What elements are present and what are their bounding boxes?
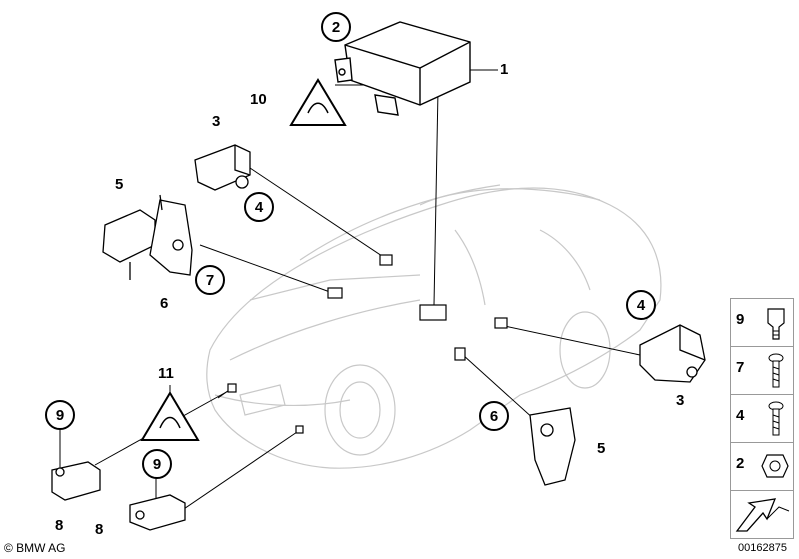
sensor-part-5-lower	[529, 407, 576, 486]
parts-legend: 9 7 4 2	[730, 298, 794, 539]
sensor-part-8-left	[51, 461, 101, 501]
nut-icon	[761, 454, 789, 478]
legend-number: 2	[736, 455, 745, 472]
sensor-part-8-lower	[129, 494, 186, 531]
legend-item-4: 4	[731, 395, 793, 443]
label-5-left: 5	[115, 176, 124, 193]
label-11: 11	[158, 365, 174, 382]
mount-markers	[227, 254, 508, 434]
legend-item-7: 7	[731, 347, 793, 395]
circle-label-9-lower: 9	[142, 449, 172, 479]
circle-label-6-right: 6	[479, 401, 509, 431]
circle-label-4-right: 4	[626, 290, 656, 320]
screw-icon	[768, 401, 784, 436]
legend-item-2: 2	[731, 443, 793, 491]
circle-label-7: 7	[195, 265, 225, 295]
sensor-icon	[767, 308, 785, 340]
document-id: 00162875	[738, 542, 787, 554]
copyright-text: © BMW AG	[4, 541, 66, 555]
label-6-left: 6	[160, 295, 169, 312]
circle-label-9-left: 9	[45, 400, 75, 430]
car-outline	[206, 184, 662, 469]
bracket-part-3-right	[639, 324, 706, 383]
legend-number: 9	[736, 311, 745, 328]
legend-number: 4	[736, 407, 745, 424]
label-10: 10	[250, 91, 267, 108]
screw-icon	[768, 353, 784, 388]
sensor-part-3-upper	[194, 144, 251, 191]
label-5-right: 5	[597, 440, 606, 457]
control-unit-part	[334, 21, 471, 116]
label-8-lower: 8	[95, 521, 104, 538]
legend-number: 7	[736, 359, 745, 376]
label-3-right: 3	[676, 392, 685, 409]
label-3-upper: 3	[212, 113, 221, 130]
leader-lines	[59, 69, 641, 516]
arrow-icon	[735, 498, 790, 532]
warning-triangle-11	[140, 391, 200, 441]
label-8-left: 8	[55, 517, 64, 534]
circle-label-4-upper: 4	[244, 192, 274, 222]
circle-label-2: 2	[321, 12, 351, 42]
bracket-part-5-left	[102, 194, 193, 280]
warning-triangle-10	[289, 78, 347, 126]
legend-item-arrow	[731, 491, 793, 539]
legend-item-9: 9	[731, 299, 793, 347]
label-1: 1	[500, 61, 509, 78]
